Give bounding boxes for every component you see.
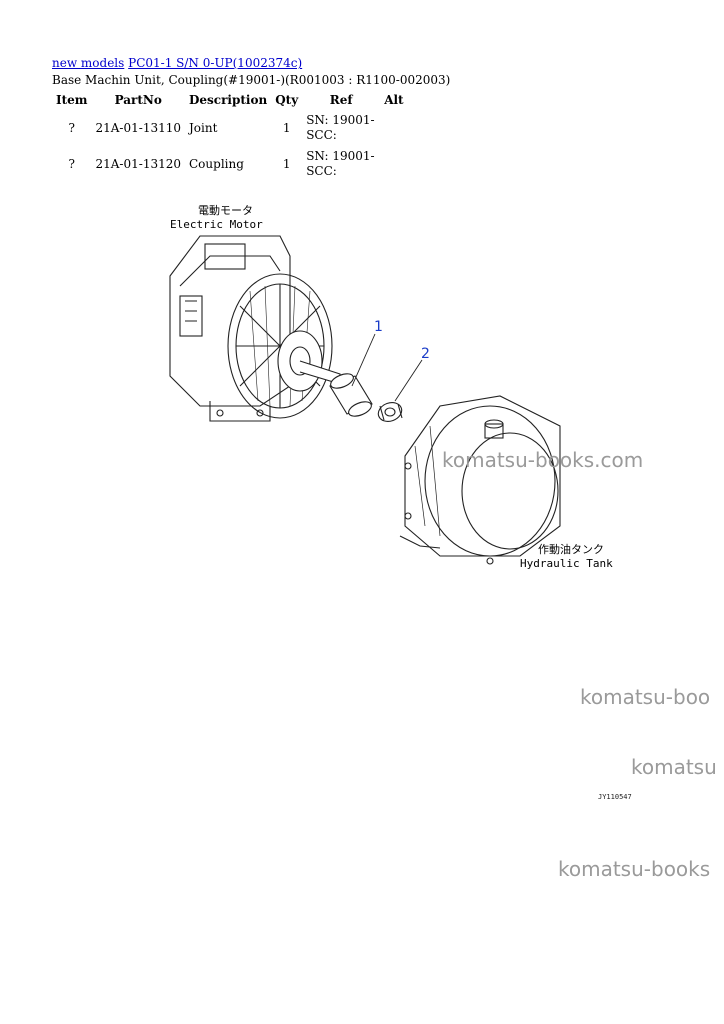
header-description: Description (189, 93, 268, 107)
breadcrumb-link-model[interactable]: PC01-1 S/N 0-UP(1002374c) (128, 56, 303, 70)
cell-partno: 21A-01-13110 (95, 121, 182, 135)
electric-motor-illustration (169, 235, 341, 422)
cell-item: ? (68, 157, 75, 171)
tank-label-en: Hydraulic Tank (520, 557, 613, 570)
cell-ref: SN: 19001-SCC: (302, 110, 380, 146)
motor-label-en: Electric Motor (170, 218, 263, 231)
header-alt: Alt (384, 93, 404, 107)
cell-description: Coupling (189, 157, 244, 171)
motor-label-jp: 電動モータ (198, 203, 253, 217)
header-ref: Ref (329, 93, 353, 107)
watermark: komatsu-boo (580, 685, 711, 709)
watermark: komatsu (631, 755, 717, 779)
coupling-part-2 (377, 402, 403, 422)
parts-table: Item PartNo Description Qty Ref Alt ? 21… (52, 90, 408, 182)
ref-sn: SN: 19001- (306, 149, 375, 163)
header-item: Item (56, 93, 88, 107)
drawing-id: JY110547 (598, 793, 632, 801)
cell-ref: SN: 19001-SCC: (302, 146, 380, 182)
hydraulic-tank-illustration (399, 395, 561, 565)
ref-scc: SCC: (306, 128, 337, 142)
cell-qty: 1 (282, 121, 291, 135)
cell-alt (380, 110, 407, 146)
table-header-row: Item PartNo Description Qty Ref Alt (52, 90, 408, 110)
table-row: ? 21A-01-13120 Coupling 1 SN: 19001-SCC: (52, 146, 408, 182)
callout-number-1: 1 (374, 319, 383, 335)
watermark: komatsu-books (558, 857, 711, 881)
breadcrumb: new models PC01-1 S/N 0-UP(1002374c) (52, 56, 302, 70)
cell-qty: 1 (282, 157, 291, 171)
cell-alt (380, 146, 407, 182)
cell-item: ? (68, 121, 75, 135)
header-qty: Qty (275, 93, 299, 107)
breadcrumb-link-new-models[interactable]: new models (52, 56, 125, 70)
callout-number-2: 2 (421, 346, 430, 362)
cell-partno: 21A-01-13120 (95, 157, 182, 171)
ref-sn: SN: 19001- (306, 113, 375, 127)
table-row: ? 21A-01-13110 Joint 1 SN: 19001-SCC: (52, 110, 408, 146)
callout-leaders (351, 333, 423, 402)
parts-diagram: 電動モータ Electric Motor 作動油タンク Hydraulic Ta… (169, 203, 613, 570)
ref-scc: SCC: (306, 164, 337, 178)
tank-label-jp: 作動油タンク (538, 542, 604, 556)
header-partno: PartNo (114, 93, 162, 107)
cell-description: Joint (189, 121, 218, 135)
page-subtitle: Base Machin Unit, Coupling(#19001-)(R001… (52, 73, 451, 87)
watermark: komatsu-books.com (442, 448, 644, 472)
joint-part-1 (329, 373, 373, 417)
